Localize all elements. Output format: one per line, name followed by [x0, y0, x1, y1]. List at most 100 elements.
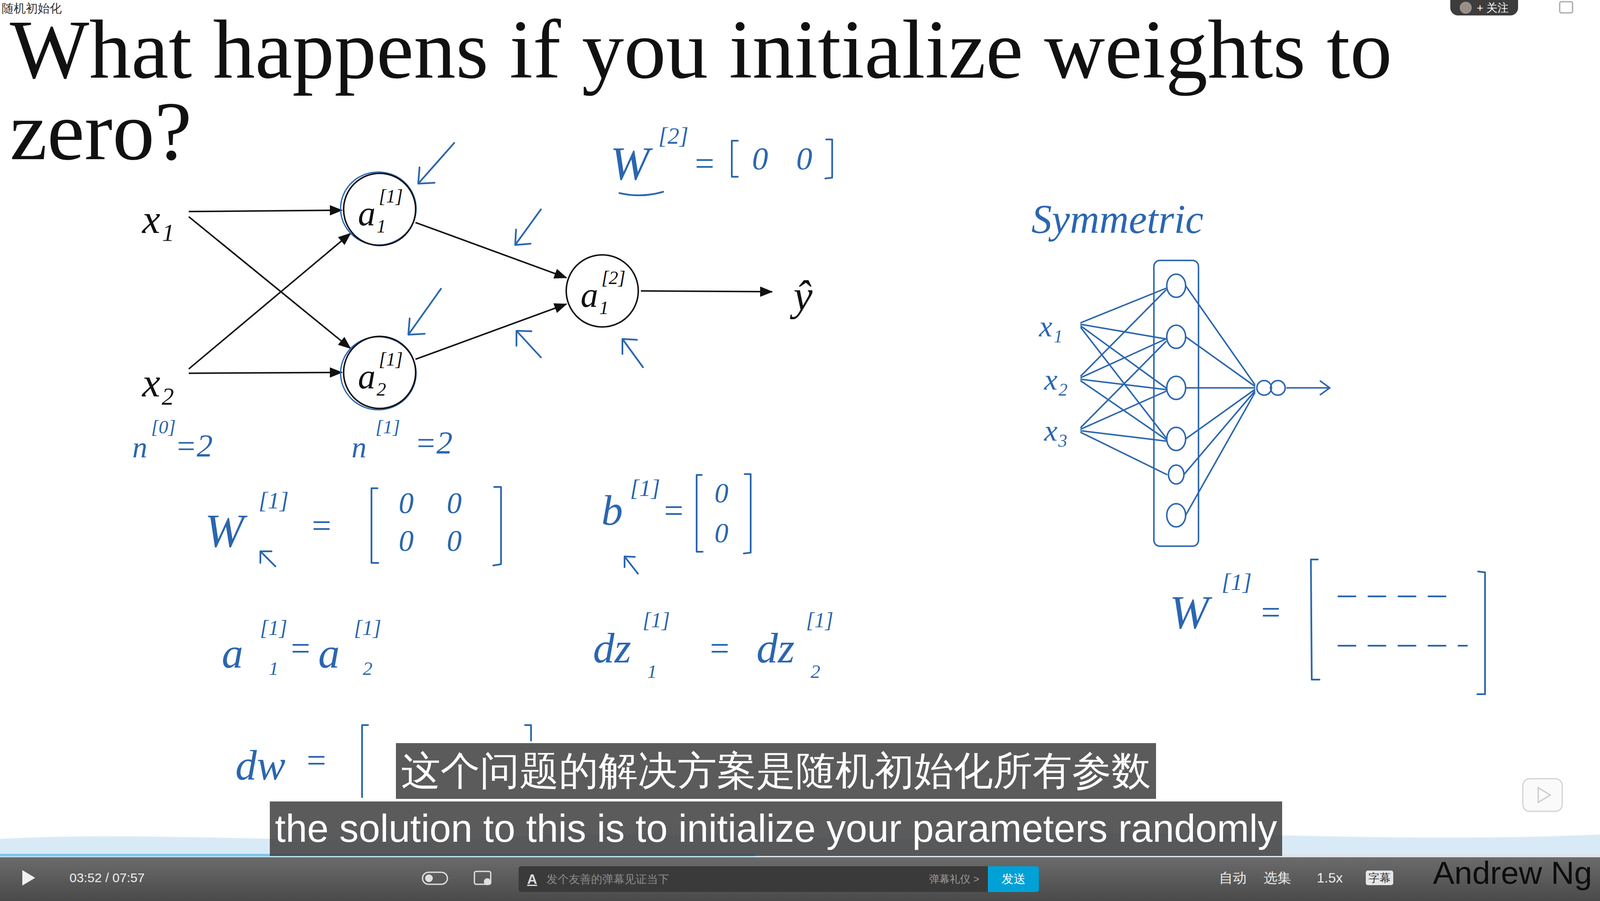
button-label: + 关注 [1476, 1, 1509, 15]
neuron-outline [566, 254, 639, 327]
input-arrows [188, 233, 351, 369]
pen-annotations [624, 556, 638, 574]
equals-sign: = [707, 630, 731, 666]
etiquette-link: 弹幕礼仪 > [929, 872, 980, 886]
player-chrome [1559, 1, 1573, 13]
player-chrome [1538, 787, 1551, 803]
input-label: x₁ [1038, 311, 1063, 342]
gradient-symbol: dw [235, 743, 286, 787]
activation-symbol: a [580, 277, 599, 313]
layer-superscript: [1] [1221, 570, 1252, 594]
pen-annotations [515, 209, 541, 245]
input-arrows [188, 372, 342, 374]
unit-subscript: 1 [647, 661, 658, 682]
network-sketch [1166, 503, 1186, 527]
unit-subscript: 2 [376, 380, 387, 399]
time-display: 03:52 / 07:57 [69, 871, 145, 885]
layer-superscript: [1] [259, 616, 288, 639]
pen-annotations [408, 288, 441, 335]
network-sketch [1168, 464, 1184, 484]
layer-superscript: [2] [601, 268, 626, 288]
activation-symbol: a [358, 196, 376, 232]
layer-superscript: [1] [378, 187, 403, 206]
unit-count-value: =2 [414, 426, 453, 459]
matrix-entry: 0 [446, 525, 462, 556]
input-arrows [188, 216, 351, 349]
matrix-entry: 0 [398, 488, 414, 519]
matrix-entry: 0 [751, 142, 769, 175]
pen-annotations [1477, 571, 1486, 695]
activation-symbol: a [318, 631, 340, 675]
pen-annotations [525, 724, 532, 741]
equals-sign: = [309, 508, 333, 543]
weight-symbol: W [1169, 588, 1209, 636]
matrix-entry: 0 [398, 525, 414, 556]
unit-count-symbol: n [132, 432, 148, 463]
pen-annotations [825, 139, 833, 179]
pen-annotations [493, 486, 502, 566]
layer-superscript: [1] [353, 616, 382, 639]
input-placeholder: 发个友善的弹幕见证当下 [546, 871, 930, 887]
pen-annotations [619, 191, 664, 196]
player-chrome [0, 857, 1600, 901]
subtitle-box: 这个问题的解决方案是随机初始化所有参数 [395, 742, 1157, 799]
network-sketch [1183, 285, 1255, 516]
button-label: 发送 [1001, 870, 1026, 888]
unit-subscript: 2 [810, 661, 821, 682]
pen-annotations [371, 488, 379, 563]
player-option: 自动 [1219, 870, 1247, 885]
player-option: 选集 [1263, 870, 1292, 885]
matrix-entry: 0 [714, 479, 729, 508]
neuron-outline [343, 173, 416, 246]
player-chrome [1522, 778, 1563, 812]
pen-annotations [1310, 559, 1320, 680]
pen-annotations [731, 140, 738, 177]
watermark: Andrew Ng [1432, 856, 1592, 889]
network-sketch [1166, 325, 1186, 349]
pen-annotations [1338, 595, 1450, 598]
neuron-circle: a[2]1 [565, 253, 640, 328]
neuron-circle: a[1] 1 [342, 172, 417, 247]
pen-annotations [340, 172, 417, 245]
equals-sign: = [1258, 594, 1283, 630]
network-sketch [1286, 380, 1330, 395]
unit-subscript: 1 [376, 217, 387, 236]
subtitle-text: 这个问题的解决方案是随机初始化所有参数 [401, 748, 1151, 793]
equals-sign: = [692, 146, 716, 181]
pen-annotations [516, 330, 541, 358]
layer-superscript: [1] [378, 350, 403, 369]
player-chrome [422, 872, 448, 885]
pen-annotations [260, 139, 1486, 797]
pen-annotations [362, 724, 369, 797]
layer-superscript: [1] [806, 609, 834, 631]
activation-symbol: a [221, 631, 244, 675]
button-label: 字幕 [1368, 871, 1391, 885]
danmaku-input: A发个友善的弹幕见证当下弹幕礼仪 > [518, 866, 988, 892]
player-chrome [483, 878, 491, 885]
subtitle-text: the solution to this is to initialize yo… [274, 806, 1277, 850]
input-arrows [188, 210, 342, 212]
connection-arrow [415, 222, 567, 278]
player-chrome [425, 874, 433, 882]
pen-annotations [622, 338, 644, 368]
follow-button: + 关注 [1450, 0, 1519, 16]
output-label: ŷ [793, 274, 813, 318]
input-label: x₂ [1044, 364, 1068, 395]
gradient-symbol: dz [593, 626, 632, 670]
network-sketch [1256, 380, 1272, 396]
handwritten-note: Symmetric [1031, 199, 1204, 240]
layer-superscript: [1] [258, 488, 289, 513]
network-sketch [1080, 260, 1330, 547]
pen-annotations [696, 474, 703, 552]
subtitle-box: the solution to this is to initialize yo… [269, 801, 1283, 856]
playback-speed: 1.5x [1316, 870, 1343, 885]
matrix-entry: 0 [714, 519, 729, 547]
player-chrome [22, 869, 36, 886]
equals-sign: = [661, 493, 686, 528]
network-sketch [1080, 289, 1166, 440]
pen-annotations [418, 142, 455, 184]
bias-symbol: b [601, 489, 623, 532]
pen-annotations [1338, 644, 1468, 647]
